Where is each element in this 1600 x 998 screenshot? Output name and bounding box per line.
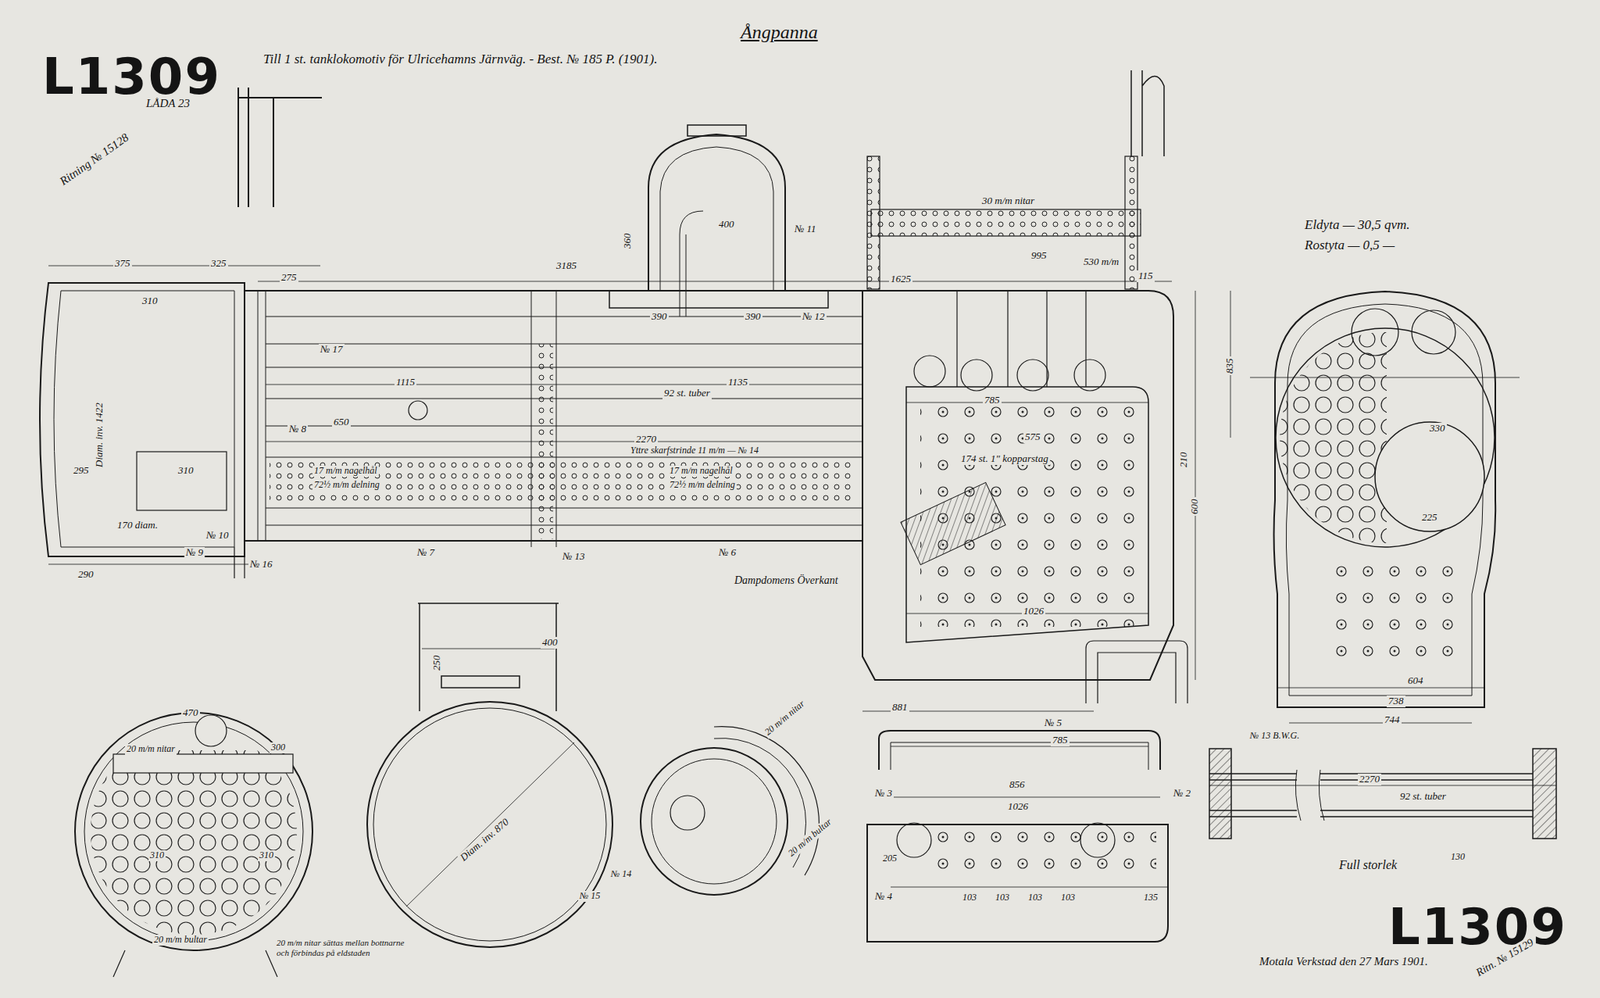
- dimension: 275: [279, 271, 299, 284]
- dimension: 2270: [634, 433, 658, 446]
- drawing-number: L1309: [40, 48, 223, 107]
- dimension: 744: [1382, 714, 1402, 726]
- callout-number: № 9: [184, 546, 205, 559]
- callout-number: № 16: [248, 558, 275, 571]
- note-text: 20 m/m nitar: [761, 697, 808, 740]
- callout-number: № 11: [792, 223, 818, 236]
- callout-number: № 5: [1042, 717, 1064, 729]
- dimension: 835: [1224, 357, 1236, 376]
- note-text: 72½ m/m delning: [312, 479, 382, 491]
- dimension: 3185: [554, 260, 579, 272]
- note-text: LÅDA 23: [144, 96, 192, 111]
- dimension: 310: [148, 850, 166, 861]
- callout-number: № 6: [717, 546, 738, 559]
- drawing-number: L1309: [1386, 898, 1569, 957]
- note-text: 530 m/m: [1082, 256, 1121, 268]
- note-text: Dampdomens Överkant: [732, 574, 840, 587]
- dimension: 785: [982, 394, 1002, 407]
- callout-number: № 10: [204, 529, 231, 542]
- dimension: 390: [743, 310, 763, 323]
- dimension: 470: [181, 707, 200, 719]
- dimension: 290: [76, 568, 96, 581]
- dimension: 103: [960, 892, 979, 904]
- note-text: 20 m/m nitar: [125, 743, 177, 755]
- note-text: 92 st. tuber: [1398, 790, 1448, 803]
- callout-number: № 3: [873, 787, 894, 800]
- callout-number: № 15: [578, 890, 602, 902]
- note-text: Rostyta — 0,5 —: [1303, 237, 1397, 254]
- dimension: 115: [1136, 270, 1155, 283]
- dimension: 310: [140, 295, 160, 308]
- note-text: 174 st. 1" kopparstag: [959, 453, 1050, 465]
- callout-number: № 7: [415, 546, 436, 559]
- callout-number: № 4: [873, 890, 894, 903]
- dimension: 995: [1029, 250, 1049, 262]
- dimension: 738: [1386, 695, 1406, 708]
- note-text: Diam. inv. 870: [457, 814, 513, 865]
- dimension: 130: [1449, 851, 1467, 863]
- dimension: 600: [1189, 497, 1201, 517]
- dimension: 375: [113, 257, 133, 270]
- dimension: 103: [993, 892, 1011, 904]
- dimension: 325: [209, 257, 229, 270]
- dimension: 1026: [1021, 605, 1046, 618]
- dimension: 205: [881, 853, 899, 865]
- dimension: 881: [890, 701, 910, 714]
- callout-number: № 2: [1171, 787, 1193, 800]
- dimension: 360: [621, 232, 634, 251]
- note-text: 17 m/m nagelhål: [312, 465, 379, 477]
- dimension: 390: [650, 310, 669, 323]
- callout-number: № 14: [609, 868, 633, 880]
- dimension: 400: [540, 636, 560, 649]
- callout-number: № 17: [318, 343, 345, 356]
- note-text: Full storlek: [1337, 857, 1399, 872]
- callout-number: № 13 B.W.G.: [1248, 730, 1301, 742]
- note-text: 20 m/m bultar: [152, 934, 209, 946]
- dimension: 250: [431, 653, 443, 673]
- note-text: Till 1 st. tanklokomotiv för Ulricehamns…: [261, 51, 659, 68]
- dimension: 400: [717, 218, 736, 231]
- dimension: 650: [332, 416, 351, 429]
- note-text: 30 m/m nitar: [980, 195, 1036, 208]
- dimension: 310: [257, 850, 275, 861]
- dimension: 1625: [889, 273, 913, 286]
- dimension: 1135: [726, 376, 750, 389]
- callout-number: № 12: [800, 310, 827, 323]
- note-text: 92 st. tuber: [662, 387, 712, 400]
- drawing-title: Ångpanna: [738, 21, 821, 43]
- note-text: 20 m/m bultar: [785, 815, 836, 861]
- callout-number: № 13: [560, 550, 587, 563]
- dimension: 225: [1420, 511, 1440, 524]
- note-text: Diam. inv. 1422: [93, 400, 106, 469]
- note-text: 20 m/m nitar sättas mellan bottnarne och…: [275, 937, 411, 958]
- note-text: 170 diam.: [115, 519, 160, 532]
- dimension: 785: [1050, 734, 1070, 747]
- note-text: 17 m/m nagelhål: [667, 465, 735, 477]
- dimension: 103: [1026, 892, 1044, 904]
- dimension: 300: [269, 742, 287, 754]
- note-text: Eldyta — 30,5 qvm.: [1303, 217, 1412, 233]
- dimension: 575: [1023, 431, 1043, 443]
- note-text: 72½ m/m delning: [667, 479, 737, 491]
- dimension: 856: [1007, 778, 1027, 791]
- callout-number: № 8: [287, 423, 308, 436]
- dimension: 1026: [1006, 800, 1030, 813]
- dimension: 330: [1428, 422, 1447, 435]
- dimension: 2270: [1357, 773, 1382, 786]
- dimension: 103: [1059, 892, 1077, 904]
- dimension: 295: [71, 464, 91, 477]
- dimension: 310: [176, 464, 196, 477]
- dimension: 210: [1178, 450, 1190, 470]
- dimension: 604: [1406, 675, 1425, 687]
- dimension: 1115: [394, 376, 417, 389]
- dimension: 135: [1142, 892, 1160, 904]
- note-text: Yttre skarfstrinde 11 m/m — № 14: [628, 445, 761, 457]
- note-text: Ritning № 15128: [56, 129, 133, 190]
- note-text: Motala Verkstad den 27 Mars 1901.: [1257, 954, 1430, 968]
